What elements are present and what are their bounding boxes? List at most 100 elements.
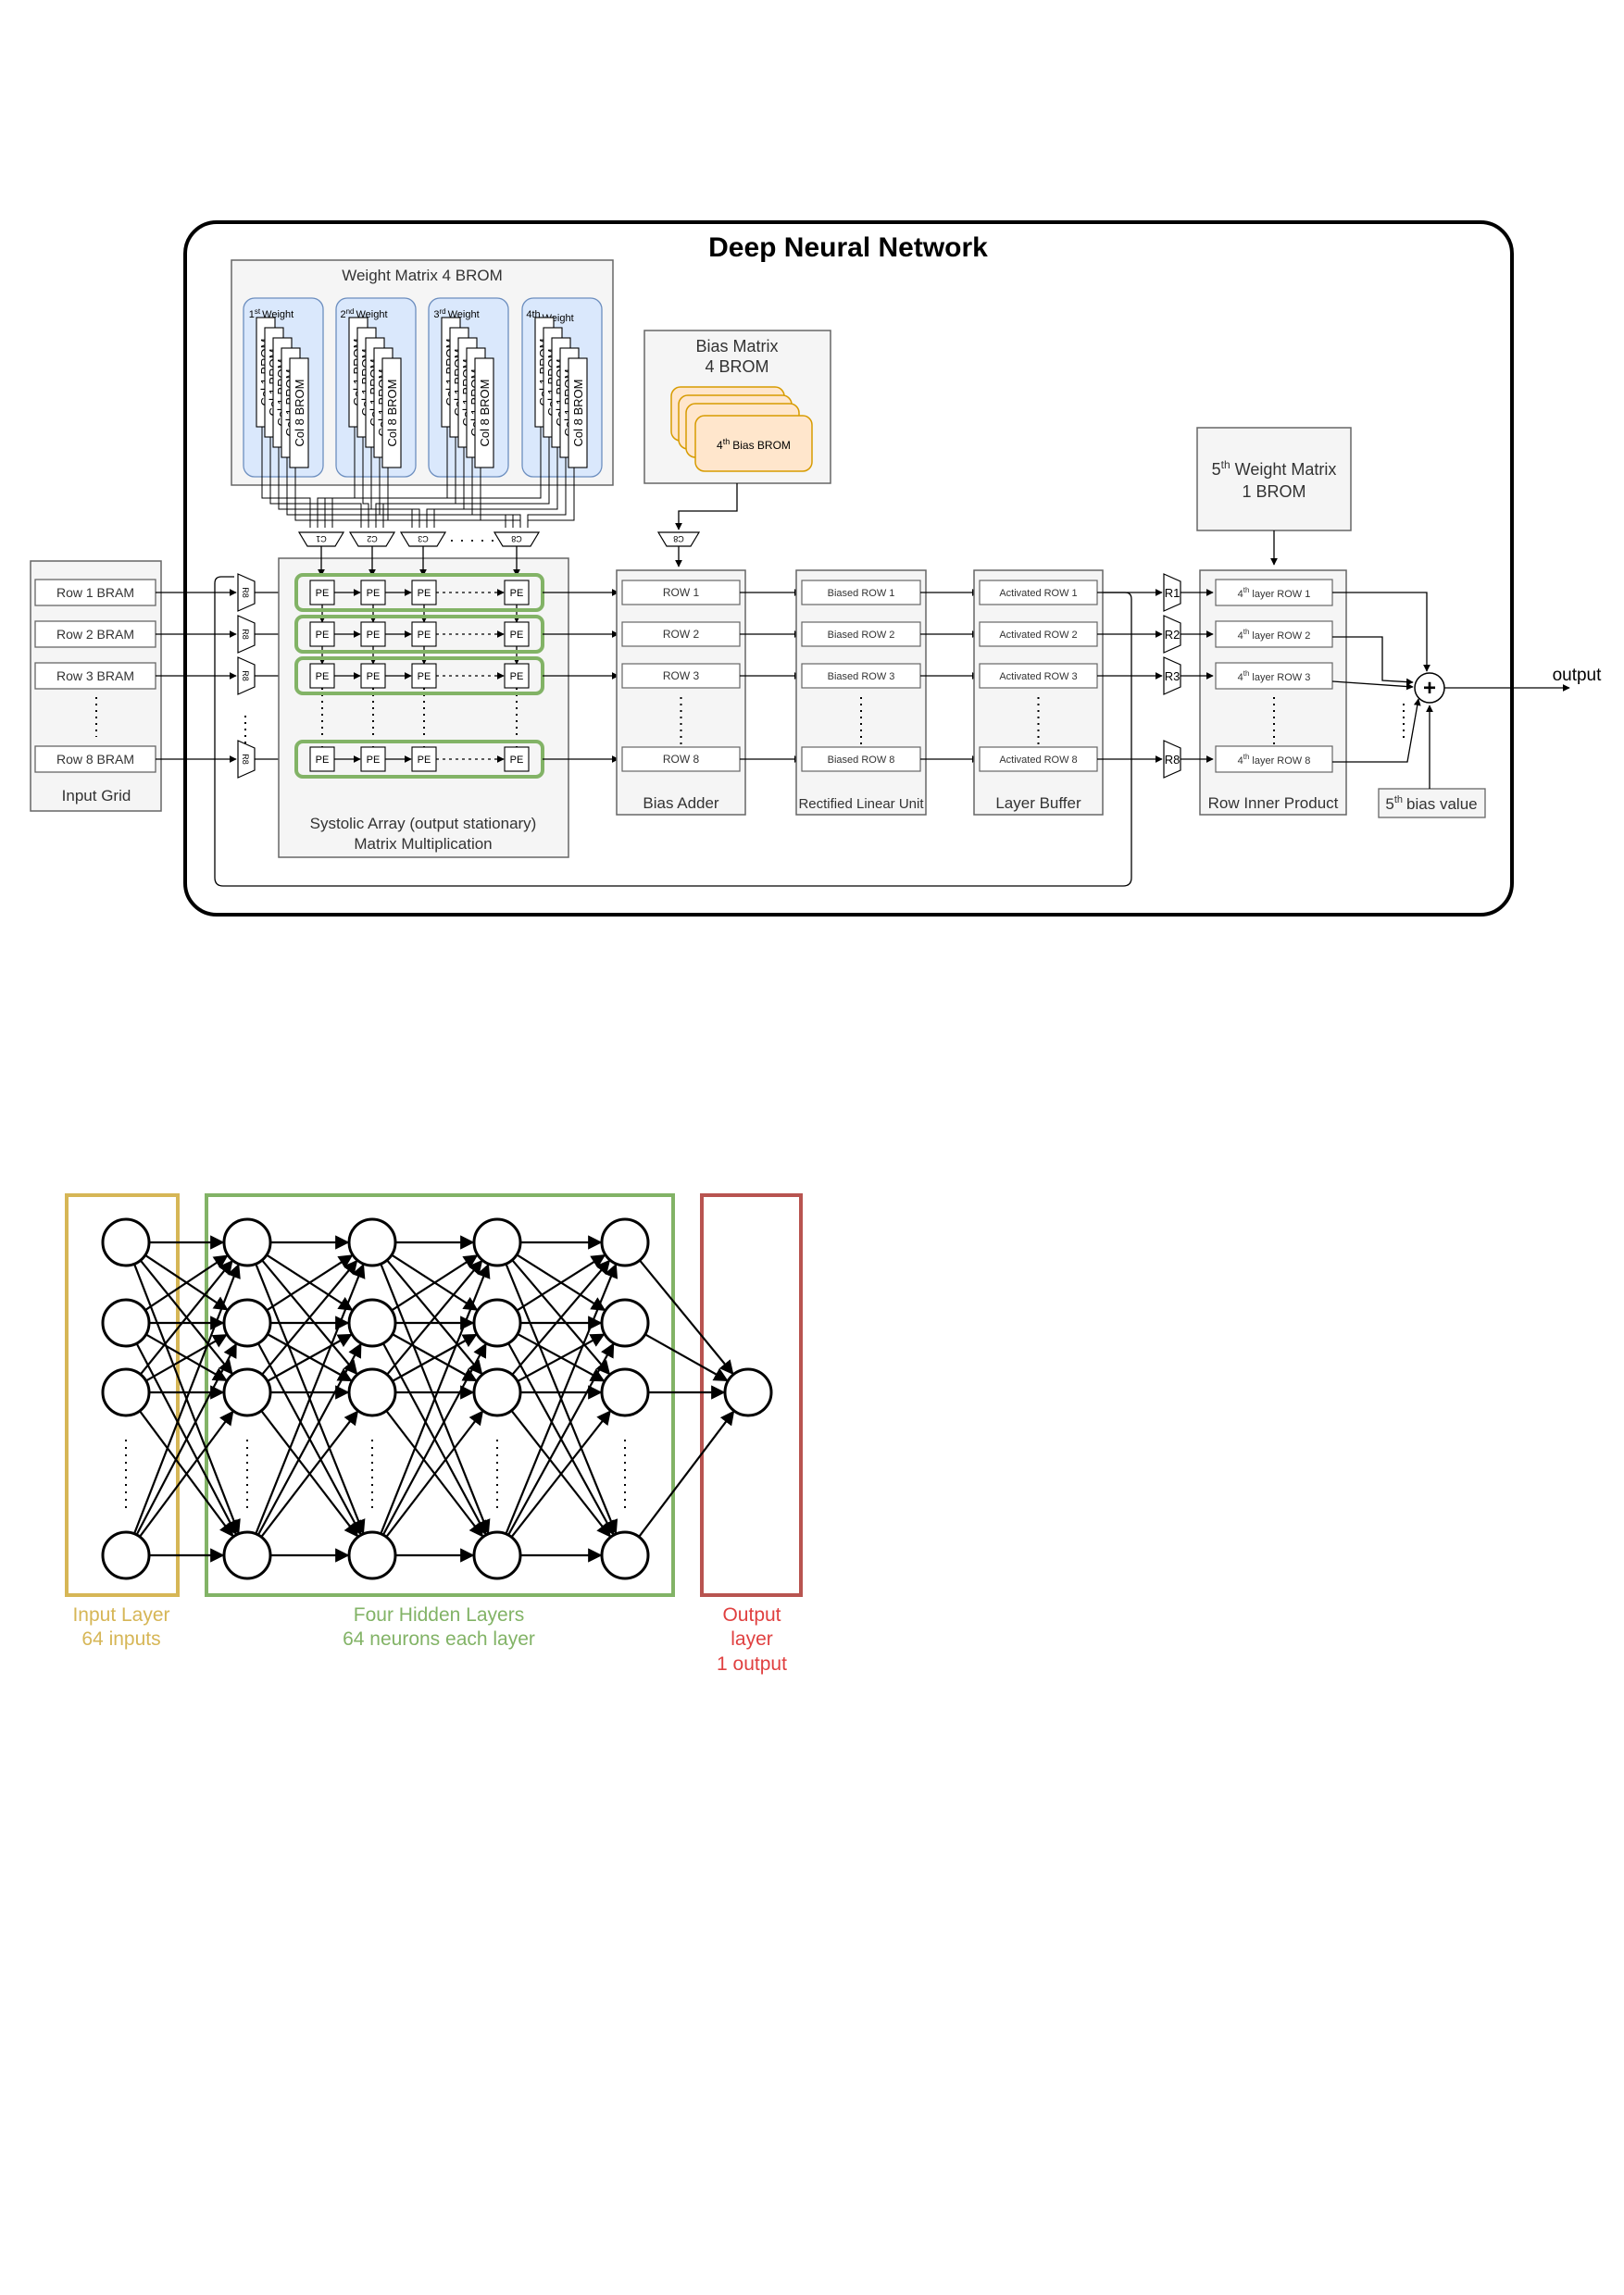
stage-caption: Layer Buffer bbox=[995, 794, 1081, 812]
column-mux-shape bbox=[297, 531, 345, 547]
hidden-neuron bbox=[472, 1530, 522, 1580]
hidden-neuron bbox=[222, 1298, 272, 1348]
inner-product-caption: Row Inner Product bbox=[1208, 794, 1339, 812]
pe-cell bbox=[360, 580, 386, 605]
input-row-label: Row 2 BRAM bbox=[56, 627, 134, 642]
pe-cell bbox=[360, 621, 386, 647]
ann-edge bbox=[139, 1410, 234, 1538]
input-row-label: Row 1 BRAM bbox=[56, 585, 134, 600]
pe-label: PE bbox=[367, 671, 381, 682]
ann-edge bbox=[391, 1254, 479, 1312]
weight-group-sup: rd bbox=[439, 307, 445, 316]
output-mux: R2 bbox=[1163, 615, 1214, 654]
stage-row-label: Activated ROW 1 bbox=[999, 588, 1077, 599]
stage-row-label: Biased ROW 2 bbox=[828, 630, 895, 641]
output-layer-label-line1: Output bbox=[722, 1604, 781, 1626]
pe-label: PE bbox=[510, 630, 524, 641]
input-row-label: Row 8 BRAM bbox=[56, 752, 134, 767]
stage-caption: Bias Adder bbox=[643, 794, 719, 812]
hidden-neuron bbox=[347, 1530, 397, 1580]
weight-wire bbox=[331, 427, 542, 528]
weight-wire bbox=[261, 427, 311, 528]
stage-row-label: Activated ROW 8 bbox=[999, 755, 1077, 766]
dnn-title: Deep Neural Network bbox=[708, 232, 988, 263]
stage-row-box bbox=[801, 580, 921, 605]
input-layer-label-line2: 64 inputs bbox=[81, 1628, 160, 1650]
hidden-layers-frame bbox=[205, 1193, 675, 1597]
fifth-weight-panel bbox=[1196, 427, 1352, 531]
input-row-box bbox=[34, 745, 156, 773]
pe-cell bbox=[504, 746, 530, 772]
pe-label: PE bbox=[510, 588, 524, 599]
pe-label: PE bbox=[316, 671, 330, 682]
column-mux-shape bbox=[399, 531, 447, 547]
pe-label: PE bbox=[418, 671, 431, 682]
ann-edges bbox=[133, 1235, 735, 1563]
pe-label: PE bbox=[316, 630, 330, 641]
stage-panel bbox=[616, 569, 746, 816]
input-neuron bbox=[101, 1367, 151, 1417]
bias-to-mux-wire bbox=[675, 483, 738, 530]
column-mux-shape bbox=[348, 531, 396, 547]
weight-wire bbox=[370, 447, 420, 528]
hidden-neuron bbox=[347, 1298, 397, 1348]
hidden-layers-label-line2: 64 neurons each layer bbox=[343, 1628, 535, 1650]
pe-label: PE bbox=[418, 755, 431, 766]
pe-cell bbox=[504, 580, 530, 605]
pe-cell bbox=[309, 621, 335, 647]
inner-to-adder-wire-3 bbox=[1331, 680, 1414, 691]
stage-row-box bbox=[979, 580, 1098, 605]
pe-cell bbox=[309, 746, 335, 772]
ann-edge bbox=[511, 1259, 611, 1376]
ann-edge bbox=[256, 1342, 362, 1536]
pe-cell bbox=[309, 580, 335, 605]
weight-wire bbox=[278, 447, 413, 528]
column-mux-1: C1 bbox=[297, 531, 345, 547]
column-mux-label: C1 bbox=[316, 534, 327, 543]
bias-matrix-title-line1: Bias Matrix bbox=[695, 337, 778, 355]
weight-wire bbox=[480, 468, 521, 528]
systolic-caption-line2: Matrix Multiplication bbox=[354, 835, 492, 853]
row-mux-label: R8 bbox=[241, 754, 250, 765]
col-brom-card bbox=[568, 357, 588, 468]
column-mux-label: C3 bbox=[418, 534, 429, 543]
mux-ellipsis: · · · · · bbox=[449, 530, 495, 549]
pe-label: PE bbox=[510, 755, 524, 766]
pe-cell bbox=[360, 663, 386, 689]
input-row-label: Row 3 BRAM bbox=[56, 668, 134, 683]
hidden-neuron bbox=[600, 1367, 650, 1417]
weight-wire bbox=[433, 447, 558, 528]
input-layer-label-line1: Input Layer bbox=[72, 1604, 169, 1626]
col-brom-label: Col 8 BROM bbox=[571, 380, 585, 447]
stage-row-box bbox=[621, 746, 741, 772]
row-mux-shape bbox=[237, 740, 256, 779]
bias-mux: C8 bbox=[656, 531, 701, 547]
stage-row-label: Biased ROW 8 bbox=[828, 755, 895, 766]
pe-cell bbox=[411, 663, 437, 689]
weight-wire bbox=[269, 437, 362, 528]
output-mux: R8 bbox=[1163, 740, 1214, 779]
output-mux-shape bbox=[1163, 615, 1181, 654]
hidden-neuron bbox=[472, 1217, 522, 1267]
pe-label: PE bbox=[510, 671, 524, 682]
pe-label: PE bbox=[367, 588, 381, 599]
svg-text:C8: C8 bbox=[673, 534, 684, 543]
stage-row-box bbox=[621, 621, 741, 647]
stage-row-label: Biased ROW 3 bbox=[828, 671, 895, 682]
inner-product-panel bbox=[1199, 569, 1347, 816]
inner-text: layer ROW 2 bbox=[1252, 630, 1310, 642]
input-layer-frame bbox=[65, 1193, 180, 1597]
pe-label: PE bbox=[418, 588, 431, 599]
pe-cell bbox=[309, 663, 335, 689]
